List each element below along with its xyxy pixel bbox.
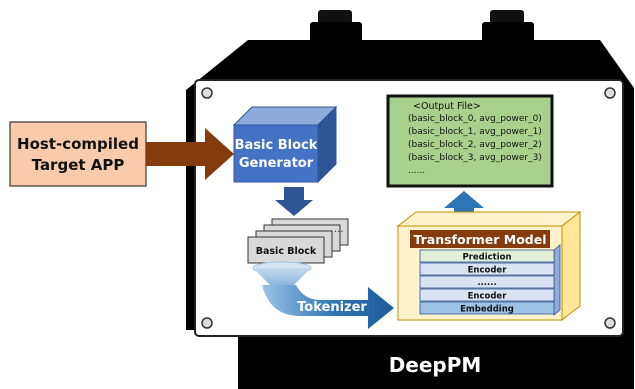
device-body: DeepPM (186, 10, 634, 389)
transformer-layer-embedding: Embedding (419, 301, 555, 315)
knob-right (482, 10, 534, 42)
transformer-title: Transformer Model (413, 232, 546, 247)
basic-block-generator: Basic Block Generator (232, 105, 338, 184)
input-app: Host-compiled Target APP (9, 121, 147, 187)
basic-block-stack: Basic Block ... (247, 218, 349, 264)
tokenizer: Tokenizer (252, 261, 394, 329)
screw-bottom-right (604, 317, 616, 329)
tokenizer-label: Tokenizer (297, 300, 367, 315)
transformer-layer-prediction: Prediction (419, 249, 555, 263)
generator-label-line1: Basic Block (235, 138, 318, 153)
layer-label: ...... (477, 278, 496, 288)
device-name: DeepPM (389, 353, 482, 377)
output-file: <Output File> (basic_block_0, avg_power_… (386, 94, 554, 188)
generator-label-line2: Generator (239, 156, 314, 171)
layer-label: Encoder (468, 292, 508, 302)
basic-block-label: Basic Block (256, 246, 317, 257)
screw-bottom-left (201, 317, 213, 329)
layer-label: Embedding (460, 305, 514, 315)
input-arrow (146, 128, 234, 180)
screw-top-left (201, 87, 213, 99)
input-label-line1: Host-compiled (17, 135, 139, 153)
layer-label: Prediction (462, 253, 511, 263)
transformer-layer-encoder-bottom: Encoder (419, 288, 555, 302)
basic-block-ellipsis: ... (334, 224, 344, 235)
output-line: (basic_block_1, avg_power_1) (408, 127, 542, 137)
output-line: (basic_block_3, avg_power_3) (408, 153, 542, 163)
transformer-layer-encoder-top: Encoder (419, 262, 555, 276)
output-line: ...... (408, 166, 425, 176)
layer-label: Encoder (468, 266, 508, 276)
output-line: (basic_block_0, avg_power_0) (408, 114, 542, 124)
knob-left (310, 10, 362, 42)
output-line: (basic_block_2, avg_power_2) (408, 140, 542, 150)
generator-down-arrow (275, 187, 313, 216)
screw-top-right (604, 87, 616, 99)
transformer-layer-ellipsis: ...... (419, 275, 555, 289)
output-file-header: <Output File> (413, 101, 481, 112)
input-label-line2: Target APP (32, 156, 125, 174)
transformer-model: Transformer Model Prediction Encoder ...… (396, 210, 582, 322)
